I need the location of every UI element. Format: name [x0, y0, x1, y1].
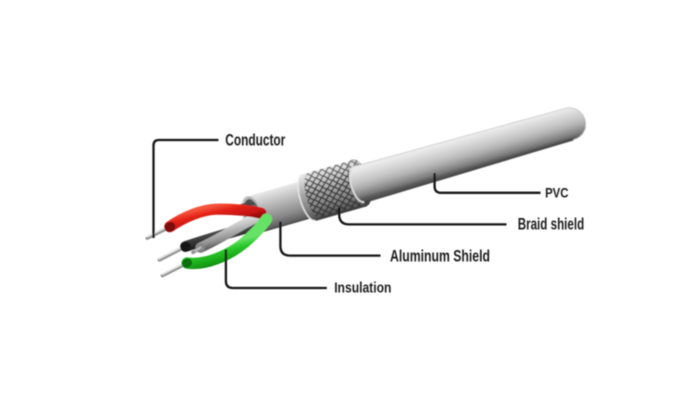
- svg-text:Insulation: Insulation: [334, 280, 391, 297]
- svg-text:PVC: PVC: [545, 185, 568, 201]
- svg-text:Braid shield: Braid shield: [518, 215, 585, 233]
- svg-text:Aluminum Shield: Aluminum Shield: [390, 247, 490, 265]
- svg-text:Conductor: Conductor: [225, 132, 285, 150]
